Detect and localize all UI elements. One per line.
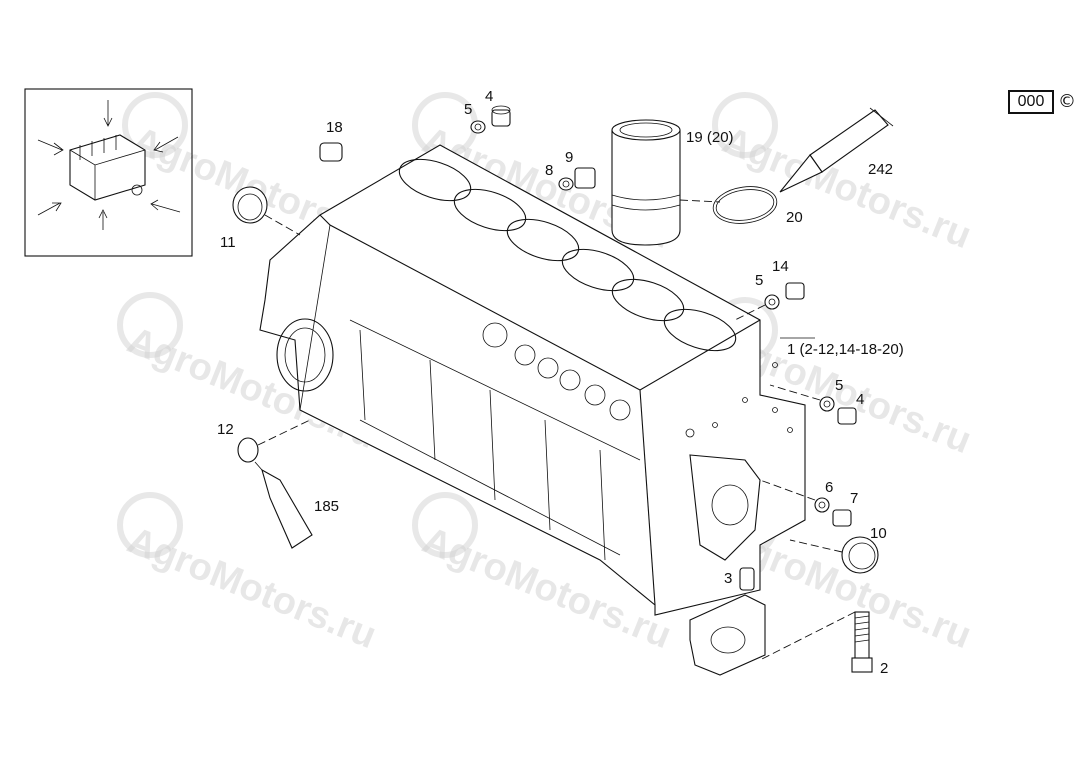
plug-14 bbox=[785, 282, 805, 300]
main-bearing-cap bbox=[689, 594, 766, 676]
washer-5-top bbox=[470, 120, 486, 134]
callout-242: 242 bbox=[868, 161, 893, 178]
copyright-icon: © bbox=[1058, 91, 1076, 112]
seal-ring-11 bbox=[232, 186, 301, 236]
callout-20: 20 bbox=[786, 209, 803, 226]
plug-9 bbox=[574, 167, 596, 189]
callout-18: 18 bbox=[326, 119, 343, 136]
plug-4-top bbox=[491, 105, 511, 127]
washer-8 bbox=[558, 177, 574, 191]
callout-185: 185 bbox=[314, 498, 339, 515]
callout-5: 5 bbox=[464, 101, 472, 118]
seal-ring-10 bbox=[789, 536, 879, 574]
watermark: AgroMotors.ru bbox=[122, 519, 382, 657]
plug-4-lower bbox=[837, 407, 857, 425]
callout-6: 6 bbox=[825, 479, 833, 496]
sealant-tube-242 bbox=[779, 107, 894, 193]
callout-2: 2 bbox=[880, 660, 888, 677]
callout-9: 9 bbox=[565, 149, 573, 166]
washer-5-lower bbox=[769, 384, 835, 412]
callout-10: 10 bbox=[870, 525, 887, 542]
callout-8: 8 bbox=[545, 162, 553, 179]
callout-labels: 4 5 18 8 9 19 (20) 242 20 11 5 14 1 (2-1… bbox=[217, 88, 904, 677]
engine-block bbox=[259, 144, 806, 616]
plug-7 bbox=[832, 509, 852, 527]
callout-12: 12 bbox=[217, 421, 234, 438]
callout-3: 3 bbox=[724, 570, 732, 587]
callout-11: 11 bbox=[220, 234, 236, 251]
callout-4: 4 bbox=[485, 88, 493, 105]
orientation-inset bbox=[24, 88, 193, 257]
seal-ring-12 bbox=[237, 419, 311, 463]
bolt-2 bbox=[759, 611, 873, 673]
callout-5: 5 bbox=[835, 377, 843, 394]
cylinder-liner-19 bbox=[611, 119, 721, 246]
plug-18 bbox=[319, 142, 343, 162]
o-ring-20 bbox=[712, 186, 778, 224]
callout-1-assembly: 1 (2-12,14-18-20) bbox=[787, 341, 904, 358]
callout-5: 5 bbox=[755, 272, 763, 289]
diagram-code-box: 000 bbox=[1008, 90, 1054, 114]
washer-6 bbox=[759, 479, 830, 513]
callout-19-20: 19 (20) bbox=[686, 129, 734, 146]
sealant-bottle-185 bbox=[254, 461, 313, 549]
callout-14: 14 bbox=[772, 258, 789, 275]
callout-4: 4 bbox=[856, 391, 864, 408]
dowel-3 bbox=[739, 567, 755, 591]
washer-5-mid bbox=[734, 294, 780, 321]
callout-7: 7 bbox=[850, 490, 858, 507]
